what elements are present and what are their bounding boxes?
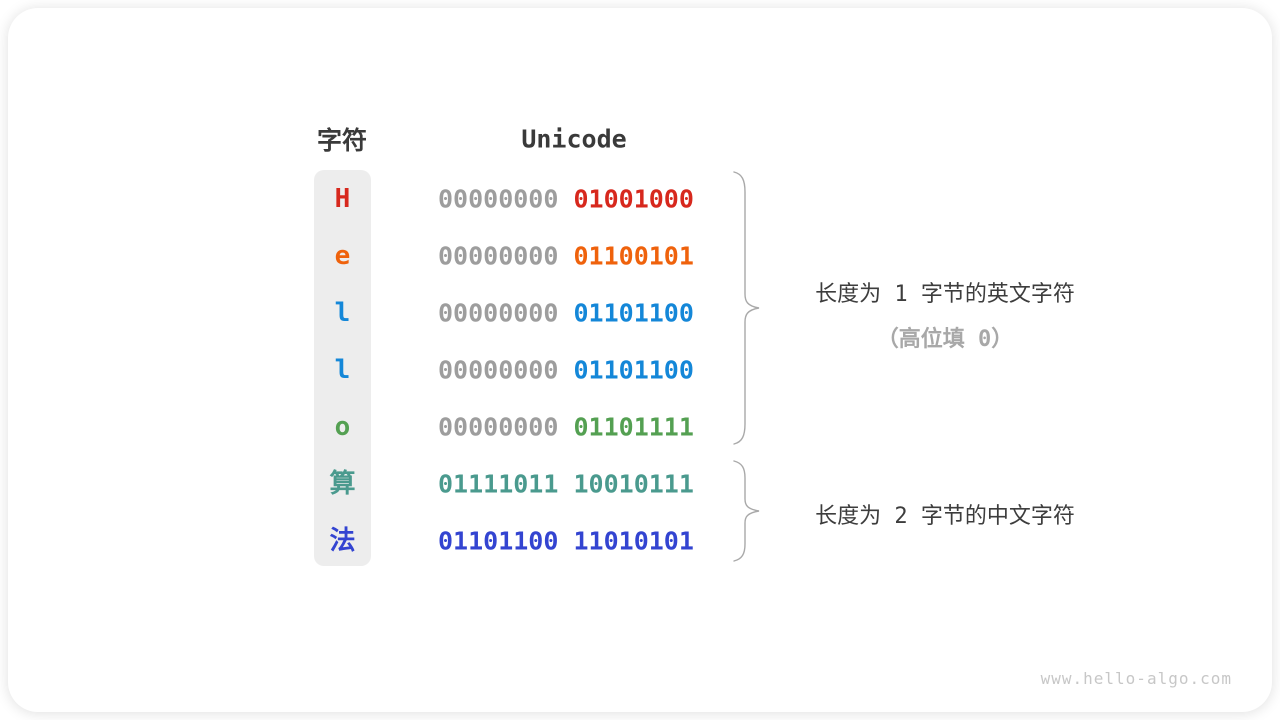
byte-high: 00000000 <box>438 355 559 385</box>
group1-brace-icon <box>733 171 760 445</box>
column-header-char: 字符 <box>316 126 368 155</box>
group2-label-line1: 长度为 2 字节的中文字符 <box>815 504 1075 529</box>
byte-high: 00000000 <box>438 298 559 328</box>
byte-high: 01101100 <box>438 526 559 556</box>
char-cell: 算 <box>329 469 356 499</box>
char-cell: l <box>334 298 351 328</box>
character-column-background <box>314 170 371 566</box>
byte-high: 00000000 <box>438 241 559 271</box>
byte-low: 01101100 <box>573 298 694 328</box>
byte-high: 00000000 <box>438 184 559 214</box>
unicode-bytes-cell: 01101100 11010101 <box>438 529 694 554</box>
char-cell: e <box>334 241 351 271</box>
group1-label: 长度为 1 字节的英文字符 （高位填 0） <box>745 276 1145 353</box>
byte-low: 01001000 <box>573 184 694 214</box>
char-cell: 法 <box>329 526 356 556</box>
byte-low: 10010111 <box>573 469 694 499</box>
byte-low: 01101111 <box>573 412 694 442</box>
char-cell: l <box>334 355 351 385</box>
unicode-bytes-cell: 00000000 01101111 <box>438 415 694 440</box>
byte-low: 11010101 <box>573 526 694 556</box>
group2-label: 长度为 2 字节的中文字符 <box>745 498 1145 530</box>
column-header-unicode: Unicode <box>521 124 627 154</box>
group1-label-line2: （高位填 0） <box>876 327 1014 352</box>
byte-low: 01100101 <box>573 241 694 271</box>
char-cell: H <box>334 184 351 214</box>
byte-low: 01101100 <box>573 355 694 385</box>
char-cell: o <box>334 412 351 442</box>
byte-high: 01111011 <box>438 469 559 499</box>
unicode-bytes-cell: 00000000 01101100 <box>438 301 694 326</box>
group2-brace-icon <box>733 460 760 562</box>
group1-label-line1: 长度为 1 字节的英文字符 <box>815 282 1075 307</box>
unicode-bytes-cell: 00000000 01100101 <box>438 244 694 269</box>
unicode-bytes-cell: 00000000 01001000 <box>438 187 694 212</box>
unicode-bytes-cell: 01111011 10010111 <box>438 472 694 497</box>
watermark: www.hello-algo.com <box>1040 669 1232 688</box>
unicode-bytes-cell: 00000000 01101100 <box>438 358 694 383</box>
figure-card: 字符 Unicode H 00000000 01001000 e 00000000 0… <box>8 8 1272 712</box>
byte-high: 00000000 <box>438 412 559 442</box>
